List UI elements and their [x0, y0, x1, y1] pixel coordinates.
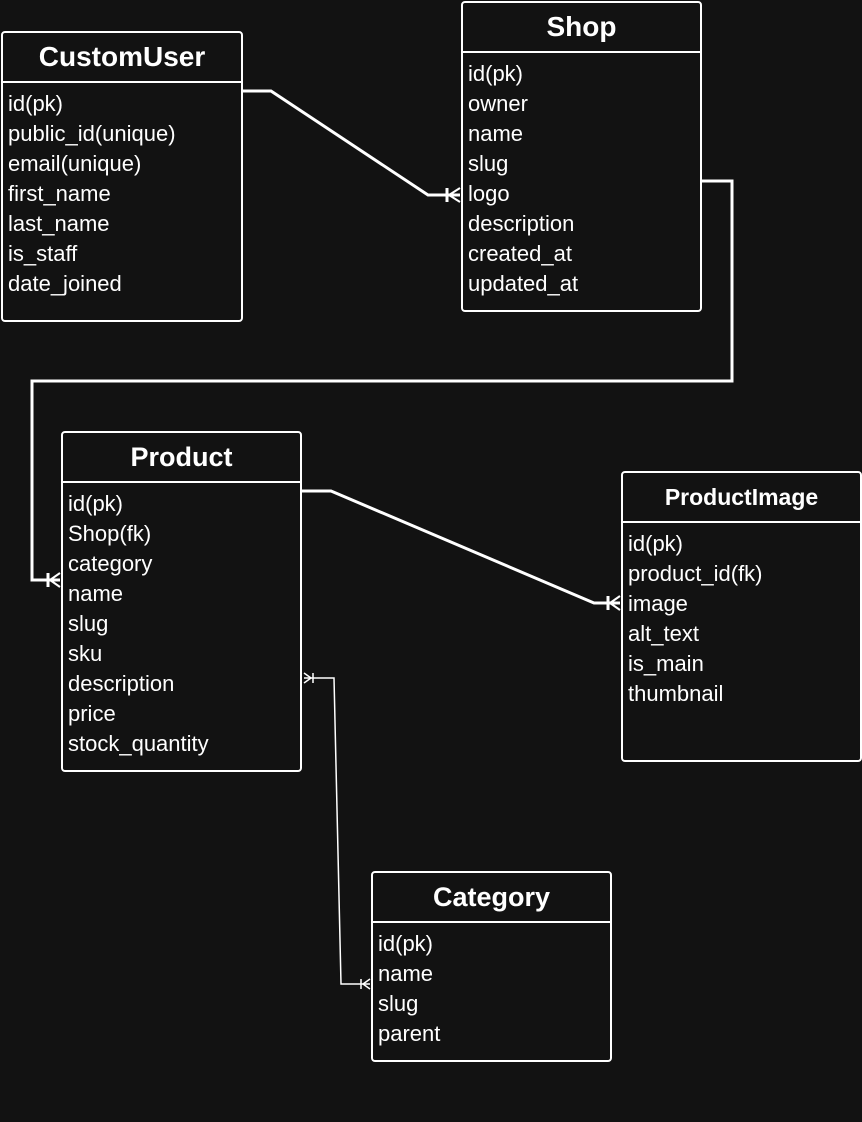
field: id(pk) [628, 531, 684, 556]
field: image [628, 591, 688, 616]
field: price [68, 701, 116, 726]
field-list: id(pk) product_id(fk) image alt_text is_… [623, 523, 860, 709]
field: thumbnail [628, 681, 724, 706]
field: parent [378, 1021, 441, 1046]
field: slug [68, 611, 109, 636]
field: first_name [8, 181, 111, 206]
field: is_main [628, 651, 704, 676]
field: id(pk) [68, 491, 124, 516]
field: sku [68, 641, 103, 666]
field-list: id(pk) owner name slug logo description … [463, 53, 700, 299]
entity-product[interactable]: Product id(pk) Shop(fk) category name sl… [61, 431, 302, 772]
field: alt_text [628, 621, 699, 646]
field: logo [468, 181, 510, 206]
field: stock_quantity [68, 731, 209, 756]
field-list: id(pk) public_id(unique) email(unique) f… [3, 83, 241, 299]
field: name [378, 961, 434, 986]
field-list: id(pk) name slug parent [373, 923, 610, 1049]
field: slug [468, 151, 509, 176]
field: name [468, 121, 524, 146]
field-list: id(pk) Shop(fk) category name slug sku d… [63, 483, 300, 759]
field: last_name [8, 211, 110, 236]
field: category [68, 551, 153, 576]
field: is_staff [8, 241, 78, 266]
field: product_id(fk) [628, 561, 763, 586]
entity-title: Category [373, 873, 610, 923]
entity-productimage[interactable]: ProductImage id(pk) product_id(fk) image… [621, 471, 862, 762]
entity-title: Shop [463, 3, 700, 53]
field: slug [378, 991, 419, 1016]
field: public_id(unique) [8, 121, 176, 146]
field: date_joined [8, 271, 122, 296]
field: id(pk) [378, 931, 434, 956]
entity-category[interactable]: Category id(pk) name slug parent [371, 871, 612, 1062]
relationship-product-productimage [302, 489, 621, 611]
field: name [68, 581, 124, 606]
field: description [468, 211, 575, 236]
field: Shop(fk) [68, 521, 152, 546]
entity-title: CustomUser [3, 33, 241, 83]
entity-title: Product [63, 433, 300, 483]
relationship-product-category [303, 672, 371, 990]
field: email(unique) [8, 151, 142, 176]
field: id(pk) [8, 91, 64, 116]
entity-title: ProductImage [623, 473, 860, 523]
field: updated_at [468, 271, 579, 296]
field: description [68, 671, 175, 696]
entity-shop[interactable]: Shop id(pk) owner name slug logo descrip… [461, 1, 702, 312]
field: created_at [468, 241, 572, 266]
field: owner [468, 91, 528, 116]
field: id(pk) [468, 61, 524, 86]
relationship-customuser-shop [242, 89, 461, 203]
entity-customuser[interactable]: CustomUser id(pk) public_id(unique) emai… [1, 31, 243, 322]
relationship-shop-product [30, 179, 734, 588]
